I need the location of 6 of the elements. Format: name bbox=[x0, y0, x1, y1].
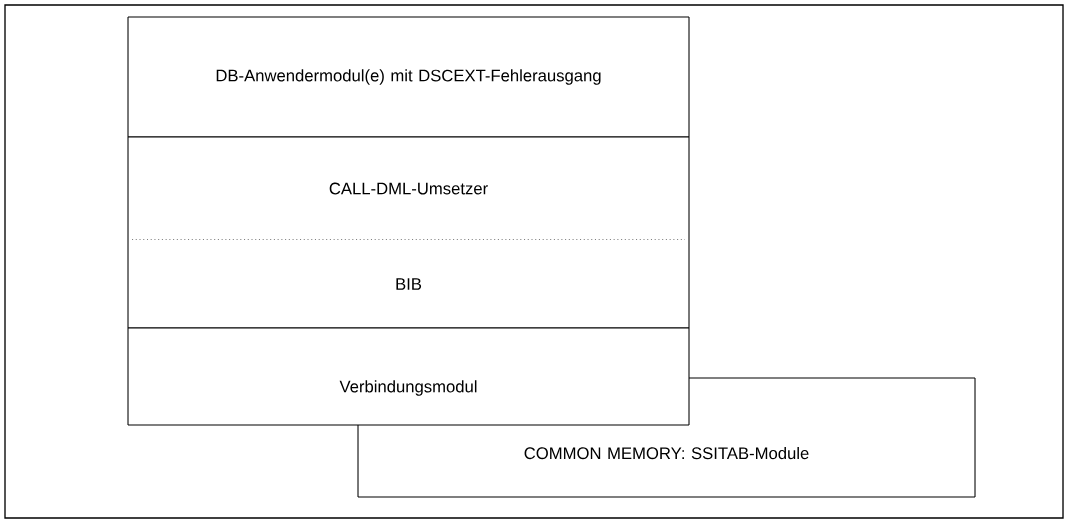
node-label: BIB bbox=[396, 278, 422, 290]
node-label: CALL-DML-Umsetzer bbox=[329, 182, 488, 195]
module-box: Verbindungsmodul bbox=[127, 327, 690, 426]
module-box: CALL-DML-Umsetzer bbox=[127, 136, 690, 241]
module-box: DB-Anwendermodul(e) mit DSCEXT-Fehlerausgang bbox=[127, 16, 690, 138]
module-box: BIB bbox=[127, 239, 690, 329]
